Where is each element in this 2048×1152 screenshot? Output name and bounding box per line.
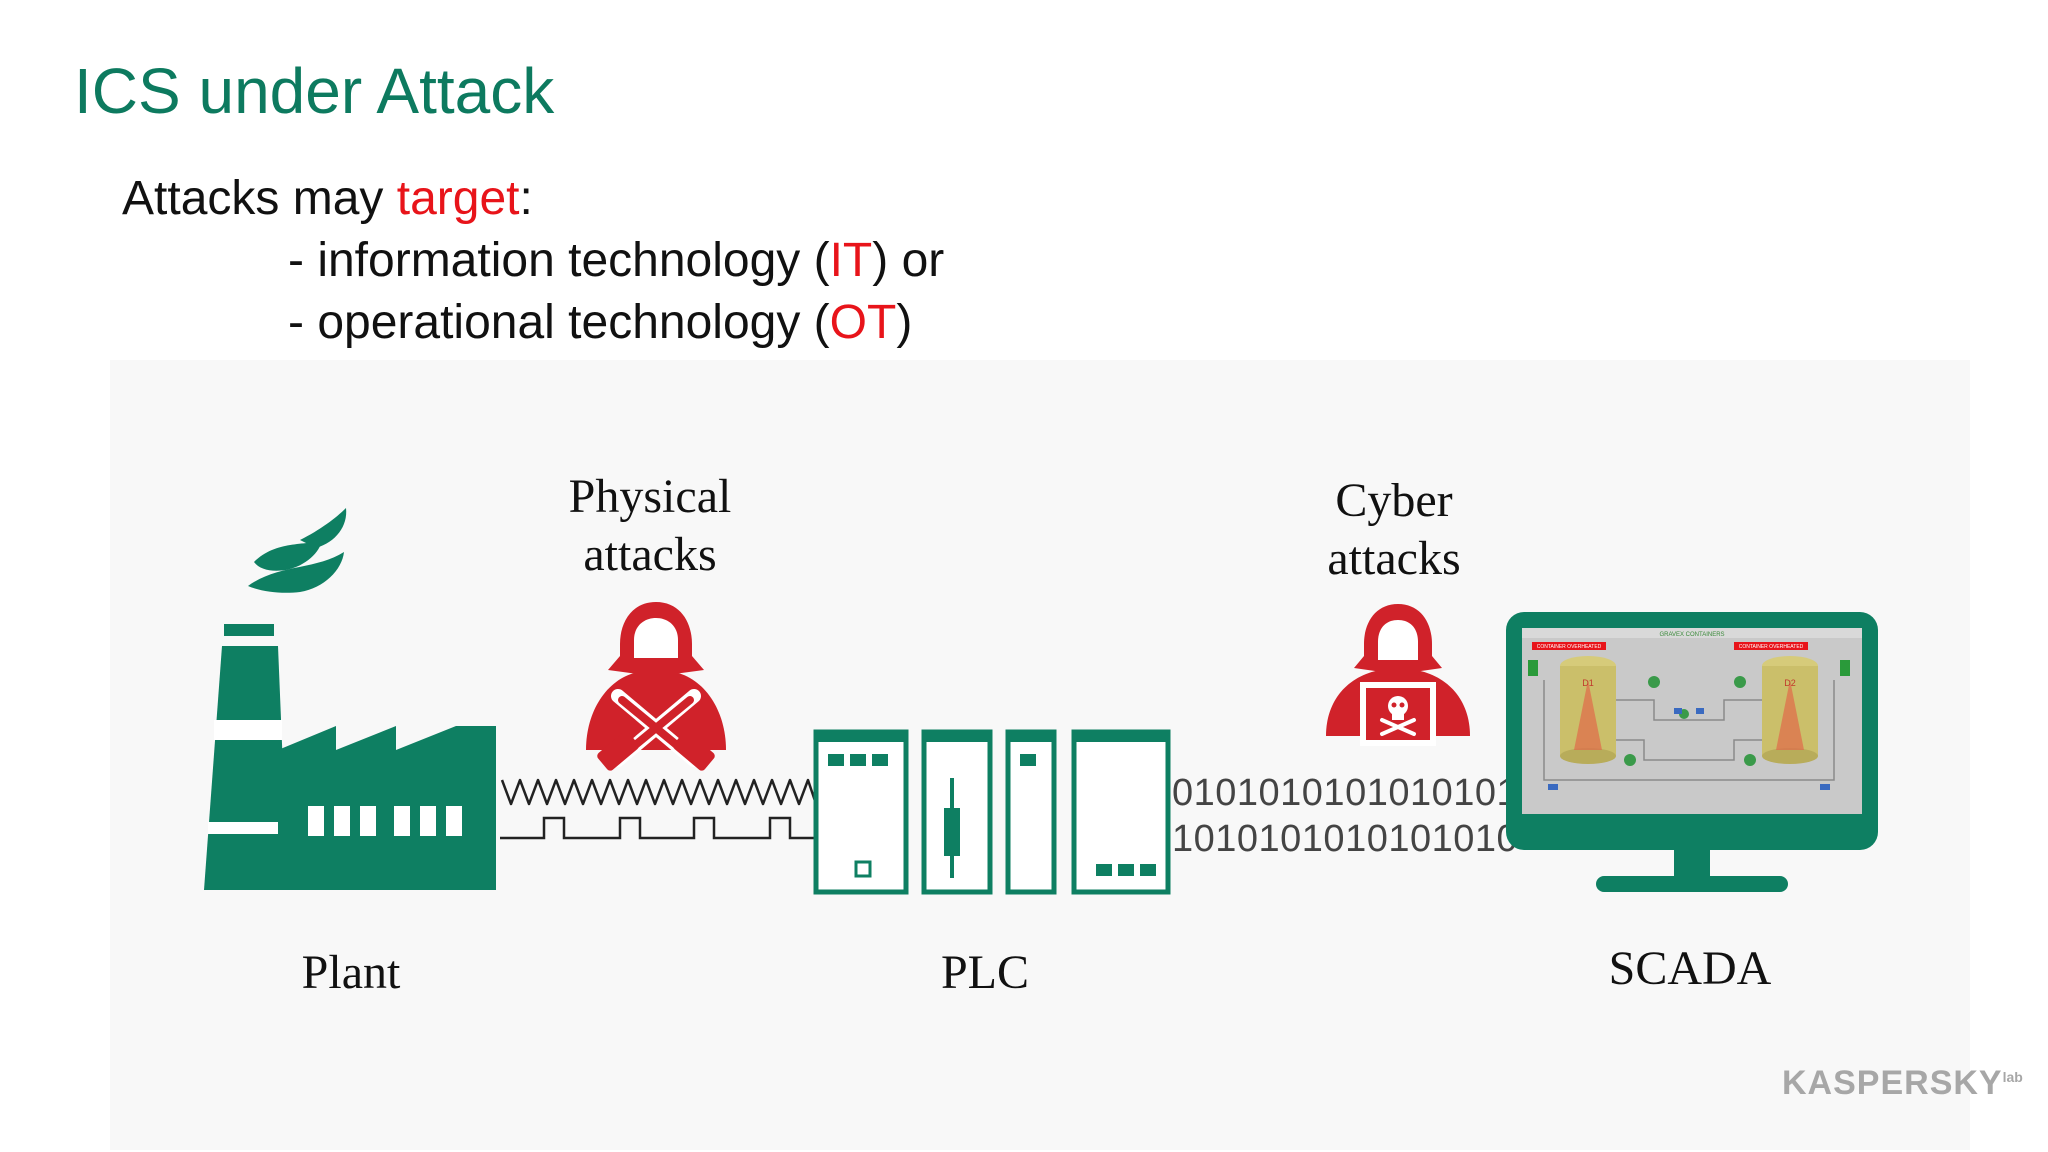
intro-prefix: Attacks may <box>122 172 397 225</box>
intro-highlight: target <box>396 172 520 225</box>
cyber-attacks-line1: Cyber <box>1335 474 1453 527</box>
bullet-ot: - operational technology (OT) <box>122 292 944 354</box>
bullet-it-prefix: - information technology ( <box>288 234 830 287</box>
bullet-it-suffix: ) or <box>872 234 945 287</box>
kaspersky-logo: KASPERSKYlab <box>1782 1064 2023 1103</box>
cyber-attacks-label: Cyber attacks <box>1294 472 1494 588</box>
scada-tank-left-label: D1 <box>1582 678 1594 688</box>
binary-stream: 0101010101010101 1010101010101010 <box>1172 770 1518 862</box>
binary-line1: 0101010101010101 <box>1172 772 1519 814</box>
scada-monitor-icon: GRAVEX CONTAINERS CONTAINER OVERHEATED C… <box>1506 612 1878 892</box>
physical-attacker-icon <box>586 602 726 771</box>
plc-label: PLC <box>940 946 1030 999</box>
cyber-attacks-line2: attacks <box>1327 532 1461 585</box>
scada-alert-left: CONTAINER OVERHEATED <box>1537 644 1602 650</box>
logo-text: KASPERSKY <box>1782 1064 2003 1102</box>
scada-label: SCADA <box>1608 942 1772 995</box>
cyber-attacker-icon <box>1326 604 1470 746</box>
bullet-ot-prefix: - operational technology ( <box>288 296 830 349</box>
factory-icon <box>204 508 496 890</box>
plc-icon <box>813 729 1171 895</box>
scada-header-text: GRAVEX CONTAINERS <box>1659 632 1724 638</box>
intro-line: Attacks may target: <box>122 168 944 230</box>
intro-suffix: : <box>519 172 533 225</box>
scada-tank-left: D1 <box>1560 656 1616 764</box>
scada-tank-right-label: D2 <box>1784 678 1796 688</box>
physical-attacks-line2: attacks <box>583 528 717 581</box>
scada-tank-right: D2 <box>1762 656 1818 764</box>
analog-signal-wave <box>500 778 818 806</box>
bullet-ot-suffix: ) <box>896 296 913 349</box>
bullet-ot-highlight: OT <box>829 296 897 349</box>
digital-signal-wave <box>500 816 816 840</box>
binary-line2: 1010101010101010 <box>1172 818 1519 860</box>
plant-label: Plant <box>301 946 401 999</box>
slide-title: ICS under Attack <box>74 55 555 127</box>
bullet-it: - information technology (IT) or <box>122 230 944 292</box>
bullet-list: Attacks may target: - information techno… <box>122 168 944 354</box>
scada-alert-right: CONTAINER OVERHEATED <box>1739 644 1804 650</box>
bullet-it-highlight: IT <box>829 234 873 287</box>
physical-attacks-label: Physical attacks <box>540 468 760 584</box>
physical-attacks-line1: Physical <box>568 470 732 523</box>
logo-suffix: lab <box>2002 1069 2023 1085</box>
